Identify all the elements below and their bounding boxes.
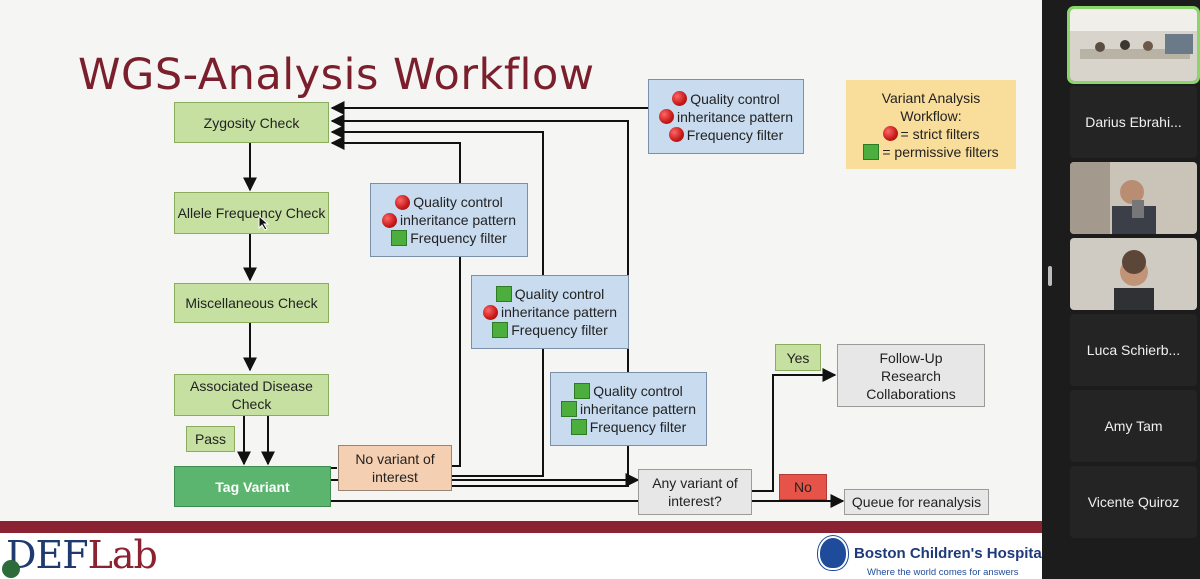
- participant-tile-2[interactable]: Luca Schierb...: [1070, 314, 1197, 386]
- permissive-filter-icon: [570, 419, 587, 435]
- queue-reanalysis-box: Queue for reanalysis: [844, 489, 989, 515]
- participant-name: Darius Ebrahi...: [1085, 114, 1182, 130]
- participant-video-thumbnail: [1070, 162, 1197, 234]
- allele-frequency-check-box: Allele Frequency Check: [174, 192, 329, 234]
- participant-tile-4[interactable]: Vicente Quiroz: [1070, 466, 1197, 538]
- yes-label: Yes: [786, 349, 810, 366]
- filter-inheritance-label: inheritance pattern: [580, 401, 696, 417]
- footer-area: [0, 533, 1042, 579]
- permissive-filter-icon: [492, 322, 509, 338]
- participant-video-2[interactable]: [1070, 162, 1197, 234]
- participant-video-thumbnail: [1070, 238, 1197, 310]
- participant-video-room[interactable]: [1067, 6, 1200, 84]
- mouse-cursor-icon: [258, 215, 270, 231]
- filter-qc-label: Quality control: [690, 90, 780, 107]
- hospital-name: Boston Children's Hospital: [854, 544, 1042, 562]
- permissive-filter-icon: [574, 383, 591, 399]
- permissive-filter-icon: [863, 143, 880, 160]
- associated-disease-check-box: Associated Disease Check: [174, 374, 329, 416]
- strict-filter-icon: [395, 194, 411, 210]
- footer-bar: [0, 521, 1042, 533]
- pass-label-box: Pass: [186, 426, 235, 452]
- allele-frequency-check-label: Allele Frequency Check: [177, 205, 326, 221]
- tag-variant-box: Tag Variant: [174, 466, 331, 507]
- deflab-logo-lab: Lab: [87, 533, 158, 577]
- legend-box: Variant Analysis Workflow: = strict filt…: [846, 80, 1016, 169]
- sidebar-resize-handle[interactable]: [1048, 266, 1052, 286]
- miscellaneous-check-box: Miscellaneous Check: [174, 283, 329, 323]
- filter-frequency-label: Frequency filter: [410, 230, 507, 246]
- deflab-logo: DEFLab: [6, 533, 158, 577]
- filter-qc-label: Quality control: [514, 286, 605, 302]
- filter-set-1: Quality control inheritance pattern Freq…: [370, 183, 528, 257]
- filter-frequency-label: Frequency filter: [589, 419, 687, 435]
- zygosity-check-box: Zygosity Check: [174, 102, 329, 143]
- tag-variant-label: Tag Variant: [215, 478, 290, 495]
- strict-filter-icon: [672, 91, 688, 106]
- strict-filter-icon: [659, 109, 675, 124]
- legend-title: Variant Analysis Workflow:: [881, 89, 981, 124]
- hospital-shield-icon: [818, 536, 848, 570]
- filter-set-3: Quality control inheritance pattern Freq…: [550, 372, 707, 446]
- pass-label: Pass: [194, 431, 227, 447]
- participant-tile-1[interactable]: Darius Ebrahi...: [1070, 86, 1197, 158]
- queue-label: Queue for reanalysis: [851, 494, 982, 510]
- zygosity-check-label: Zygosity Check: [203, 114, 300, 131]
- slide-title: WGS-Analysis Workflow: [78, 50, 595, 100]
- any-variant-label: Any variant of interest?: [652, 475, 738, 509]
- hospital-logo: Boston Children's Hospital: [818, 536, 1042, 570]
- followup-box: Follow-Up Research Collaborations: [837, 344, 985, 407]
- strict-filter-icon: [668, 127, 684, 142]
- strict-filter-icon: [882, 126, 898, 141]
- filter-frequency-label: Frequency filter: [686, 126, 784, 143]
- participant-name: Vicente Quiroz: [1087, 494, 1180, 510]
- filter-set-strict: Quality control inheritance pattern Freq…: [648, 79, 804, 154]
- strict-filter-icon: [382, 212, 398, 228]
- permissive-filter-icon: [495, 286, 512, 302]
- legend-permissive-label: = permissive filters: [882, 143, 999, 160]
- associated-disease-check-label: Associated Disease Check: [190, 378, 313, 412]
- no-label: No: [794, 479, 812, 495]
- filter-inheritance-label: inheritance pattern: [400, 212, 516, 228]
- filter-set-2: Quality control inheritance pattern Freq…: [471, 275, 629, 349]
- filter-inheritance-label: inheritance pattern: [677, 108, 793, 125]
- participant-name: Luca Schierb...: [1086, 342, 1181, 358]
- permissive-filter-icon: [391, 230, 408, 246]
- presentation-slide: WGS-Analysis Workflow: [0, 0, 1042, 579]
- yes-label-box: Yes: [775, 344, 821, 371]
- filter-inheritance-label: inheritance pattern: [501, 304, 617, 320]
- legend-strict-label: = strict filters: [900, 125, 980, 142]
- no-label-box: No: [779, 474, 827, 500]
- filter-qc-label: Quality control: [593, 383, 683, 399]
- miscellaneous-check-label: Miscellaneous Check: [185, 295, 318, 311]
- annotation-pen-icon[interactable]: [2, 560, 20, 578]
- hospital-tagline: Where the world comes for answers: [867, 567, 1019, 578]
- filter-frequency-label: Frequency filter: [511, 322, 608, 338]
- filter-qc-label: Quality control: [413, 194, 503, 210]
- participant-tile-3[interactable]: Amy Tam: [1070, 390, 1197, 462]
- no-variant-label: No variant of interest: [355, 451, 435, 485]
- participant-name: Amy Tam: [1104, 418, 1163, 434]
- any-variant-decision-box: Any variant of interest?: [638, 469, 752, 515]
- no-variant-box: No variant of interest: [338, 445, 452, 491]
- followup-label: Follow-Up Research Collaborations: [866, 349, 956, 402]
- participant-video-3[interactable]: [1070, 238, 1197, 310]
- room-video-thumbnail: [1070, 9, 1197, 81]
- permissive-filter-icon: [561, 401, 578, 417]
- strict-filter-icon: [483, 304, 499, 320]
